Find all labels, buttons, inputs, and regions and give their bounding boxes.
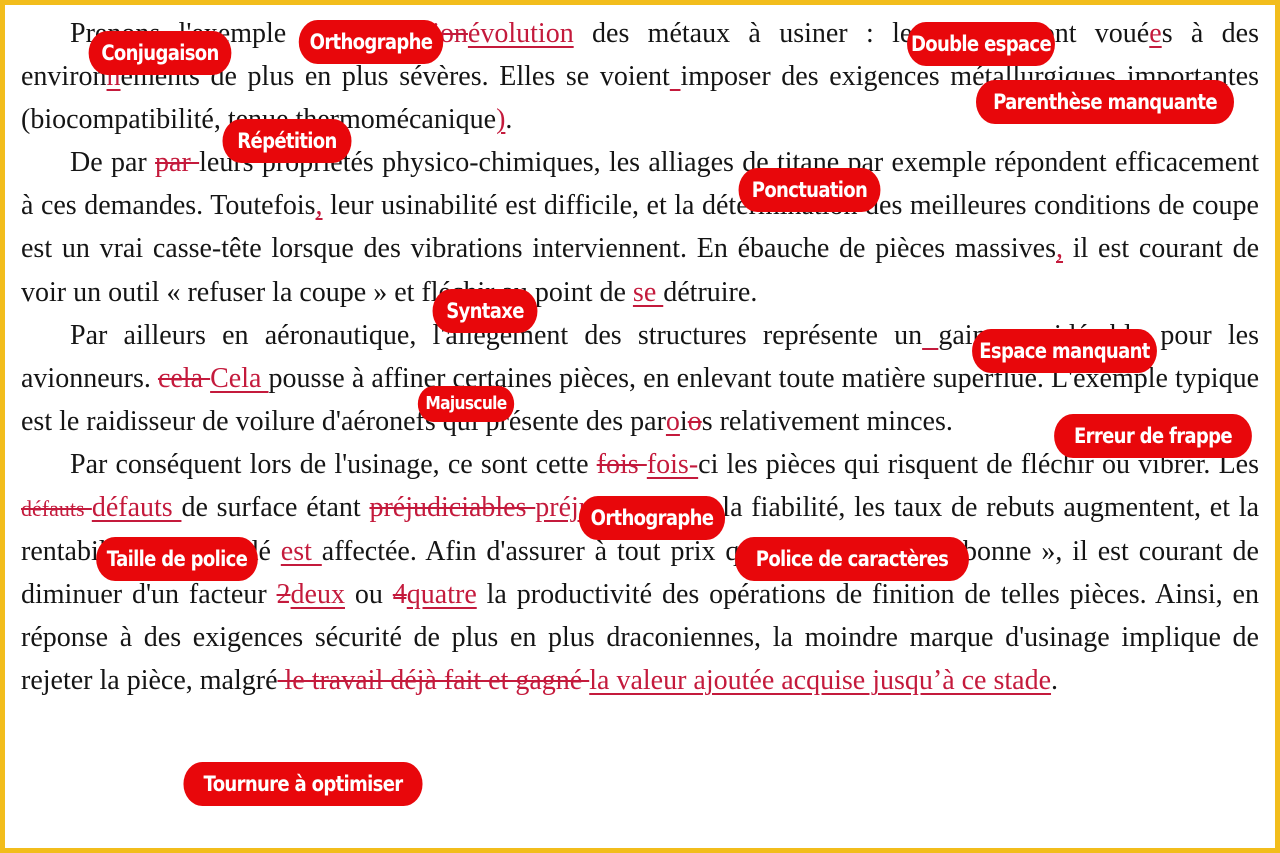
inserted-text: quatre bbox=[406, 579, 477, 611]
inserted-text bbox=[922, 320, 938, 351]
label-orthographe: Orthographe bbox=[298, 20, 444, 64]
label-erreur-de-frappe: Erreur de frappe bbox=[1054, 414, 1252, 458]
label-orthographe-2: Orthographe bbox=[578, 496, 726, 540]
inserted-text: la valeur ajoutée acquise jusqu’à ce sta… bbox=[589, 665, 1052, 697]
text-run: de surface étant bbox=[181, 492, 370, 524]
inserted-text: ) bbox=[496, 104, 506, 136]
text-run: leurs propriétés physico-chimiques, les … bbox=[21, 147, 1259, 222]
deleted-text: préjudiciables bbox=[369, 492, 536, 524]
label-police-de-caracteres: Police de caractères bbox=[735, 537, 969, 581]
deleted-text: o bbox=[687, 405, 702, 437]
text-run: . bbox=[505, 104, 513, 136]
inserted-text: Cela bbox=[210, 362, 269, 394]
deleted-text: défauts bbox=[21, 496, 92, 522]
text-run: détruire. bbox=[663, 276, 758, 308]
inserted-text: fois- bbox=[646, 448, 699, 480]
deleted-text: fois bbox=[596, 448, 647, 480]
label-taille-de-police: Taille de police bbox=[96, 537, 258, 581]
label-syntaxe: Syntaxe bbox=[432, 289, 538, 333]
label-repetition: Répétition bbox=[222, 119, 352, 163]
label-ponctuation: Ponctuation bbox=[738, 168, 881, 212]
text-run: Par conséquent lors de l'usinage, ce son… bbox=[70, 448, 597, 480]
inserted-text: deux bbox=[290, 579, 345, 611]
text-run: des métaux à usiner : les pièces sont vo… bbox=[573, 18, 1150, 49]
inserted-text: se bbox=[632, 276, 664, 308]
inserted-text: e bbox=[1149, 18, 1162, 49]
deleted-text: le travail déjà fait et gagné bbox=[277, 665, 590, 697]
text-run: . bbox=[1051, 665, 1059, 697]
text-run: i bbox=[679, 405, 688, 437]
inserted-text: évolution bbox=[467, 18, 574, 49]
deleted-text: 2 bbox=[276, 579, 291, 611]
text-run: De par bbox=[70, 147, 156, 179]
inserted-text: , bbox=[315, 190, 323, 222]
text-run: pousse à affiner certaines pièces, en en… bbox=[21, 362, 1260, 437]
deleted-text: cela bbox=[157, 362, 211, 394]
inserted-text bbox=[670, 61, 681, 92]
deleted-text: 4 bbox=[392, 579, 407, 611]
label-double-espace: Double espace bbox=[907, 22, 1055, 66]
text-run: la productivité des opérations de finiti… bbox=[21, 579, 1259, 697]
label-parenthese-manquante: Parenthèse manquante bbox=[976, 80, 1234, 124]
paragraph-2: De par par leurs propriétés physico-chim… bbox=[21, 141, 1259, 313]
label-espace-manquant: Espace manquant bbox=[972, 329, 1157, 373]
inserted-text: défauts bbox=[91, 492, 182, 524]
label-tournure-a-optimiser: Tournure à optimiser bbox=[183, 762, 423, 806]
label-conjugaison: Conjugaison bbox=[88, 31, 232, 75]
inserted-text: est bbox=[280, 536, 322, 568]
deleted-text: par bbox=[155, 147, 200, 179]
paragraph-3: Par ailleurs en aéronautique, l'allègeme… bbox=[21, 314, 1259, 443]
paragraph-4: Par conséquent lors de l'usinage, ce son… bbox=[21, 443, 1259, 703]
inserted-text: o bbox=[665, 405, 680, 437]
text-run: ou bbox=[344, 579, 393, 611]
text-run: s relativement minces. bbox=[701, 405, 953, 437]
label-majuscule: Majuscule bbox=[417, 386, 515, 422]
inserted-text: , bbox=[1056, 233, 1064, 265]
